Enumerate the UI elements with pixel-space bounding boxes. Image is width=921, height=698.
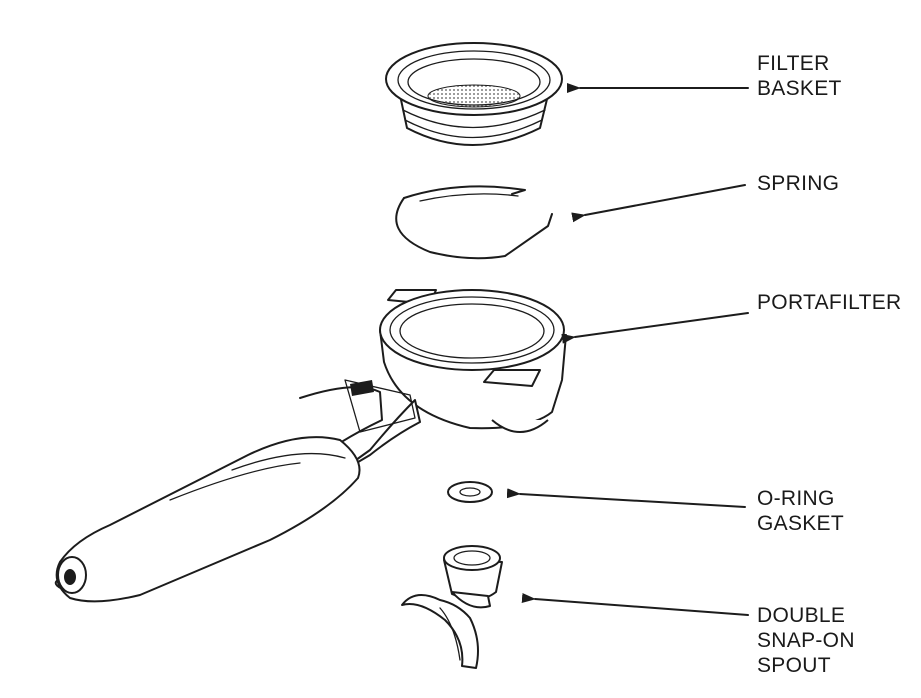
arrow-double-spout	[521, 593, 749, 616]
callout-arrows	[506, 83, 749, 616]
label-filter-basket-line1: FILTER	[757, 52, 830, 75]
o-ring-gasket-part	[447, 481, 493, 503]
label-filter-basket: FILTER BASKET	[757, 51, 842, 101]
label-spring: SPRING	[757, 171, 839, 196]
label-portafilter: PORTAFILTER	[757, 290, 902, 315]
label-o-ring-line2: GASKET	[757, 512, 844, 535]
spring-part	[395, 185, 553, 260]
label-double-spout: DOUBLE SNAP-ON SPOUT	[757, 603, 855, 678]
label-double-spout-line2: SNAP-ON	[757, 629, 855, 652]
filter-basket-part	[385, 42, 563, 146]
label-portafilter-line1: PORTAFILTER	[757, 291, 902, 314]
label-double-spout-line1: DOUBLE	[757, 604, 846, 627]
double-spout-part	[401, 545, 503, 669]
label-double-spout-line3: SPOUT	[757, 654, 831, 677]
label-spring-line1: SPRING	[757, 172, 840, 195]
label-filter-basket-line2: BASKET	[757, 77, 842, 100]
arrow-spring	[571, 184, 746, 223]
arrow-portafilter	[561, 312, 749, 344]
label-o-ring-line1: O-RING	[757, 487, 835, 510]
arrow-o-ring-gasket	[506, 488, 746, 508]
label-o-ring-gasket: O-RING GASKET	[757, 486, 844, 536]
portafilter-part	[54, 289, 567, 603]
